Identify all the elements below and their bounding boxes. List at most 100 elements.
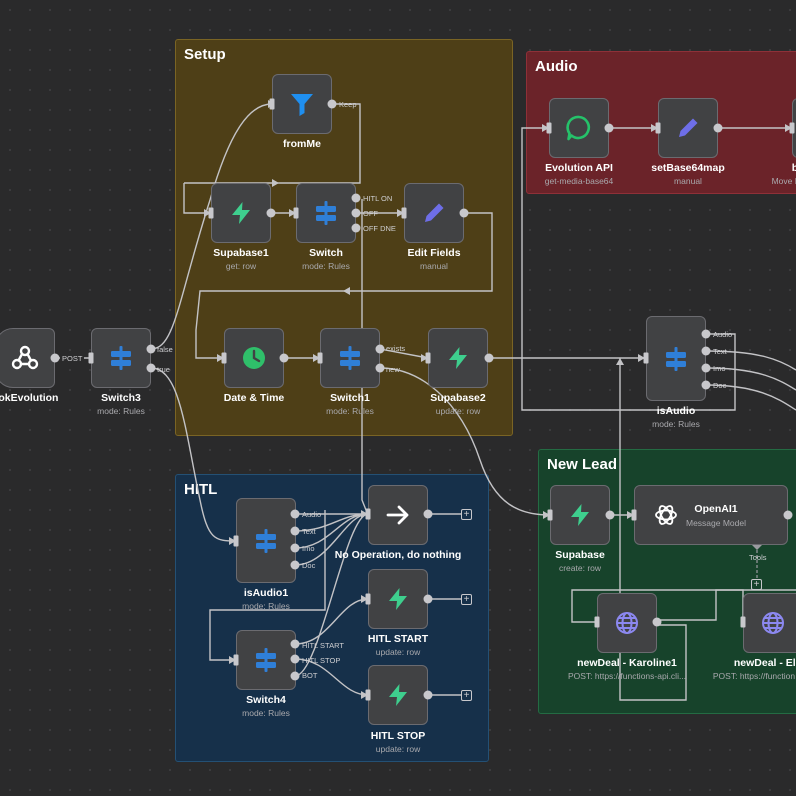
output-handle[interactable]: [652, 617, 662, 627]
switch-icon: [316, 201, 336, 225]
node-subtitle: get: row: [225, 261, 257, 271]
node-fromme[interactable]: [272, 74, 332, 134]
node-isaudio[interactable]: [646, 316, 706, 401]
input-handle[interactable]: [221, 352, 227, 364]
sticky-title: New Lead: [547, 456, 618, 473]
add-node-button[interactable]: +: [461, 690, 472, 701]
input-handle[interactable]: [789, 122, 795, 134]
input-handle[interactable]: [546, 122, 552, 134]
input-handle[interactable]: [365, 689, 371, 701]
node-newdeal-karoline1[interactable]: [597, 593, 657, 653]
input-handle[interactable]: [401, 207, 407, 219]
input-handle[interactable]: [655, 122, 661, 134]
output-handle[interactable]: [484, 353, 494, 363]
edge: [379, 367, 551, 516]
output-handle[interactable]: [423, 690, 433, 700]
node-subtitle: mode: Rules: [652, 419, 700, 429]
node-no-operation[interactable]: [368, 485, 428, 545]
output-handle[interactable]: [290, 671, 300, 681]
input-handle[interactable]: [365, 593, 371, 605]
output-handle[interactable]: [290, 560, 300, 570]
output-handle[interactable]: [351, 193, 361, 203]
output-handle[interactable]: [375, 344, 385, 354]
node-evolution-api[interactable]: [549, 98, 609, 158]
input-handle[interactable]: [233, 654, 239, 666]
node-switch4[interactable]: [236, 630, 296, 690]
output-handle[interactable]: [423, 509, 433, 519]
node-hitl-start[interactable]: [368, 569, 428, 629]
node-subtitle: POST: https://function: [712, 671, 796, 681]
sticky-hitl[interactable]: HITL: [175, 474, 489, 762]
add-tool-button[interactable]: +: [751, 579, 762, 590]
edge-arrow: [638, 354, 645, 362]
node-webhook[interactable]: [0, 328, 55, 388]
output-handle[interactable]: [701, 346, 711, 356]
input-handle[interactable]: [88, 352, 94, 364]
output-handle[interactable]: [713, 123, 723, 133]
output-handle[interactable]: [701, 363, 711, 373]
output-handle[interactable]: [605, 510, 615, 520]
input-handle[interactable]: [317, 352, 323, 364]
output-handle[interactable]: [290, 543, 300, 553]
node-label: Date & Time: [223, 392, 285, 404]
output-handle[interactable]: [146, 344, 156, 354]
node-switch[interactable]: [296, 183, 356, 243]
output-handle[interactable]: [604, 123, 614, 133]
clock-icon: [243, 347, 265, 369]
input-handle[interactable]: [425, 352, 431, 364]
node-label: fromMe: [283, 138, 321, 150]
node-supabase[interactable]: [550, 485, 610, 545]
node-setbase64map[interactable]: [658, 98, 718, 158]
add-node-button[interactable]: +: [461, 509, 472, 520]
output-handle[interactable]: [701, 329, 711, 339]
node-newdeal-elu[interactable]: [743, 593, 796, 653]
input-handle[interactable]: [547, 509, 553, 521]
output-handle[interactable]: [351, 223, 361, 233]
node-edit-fields[interactable]: [404, 183, 464, 243]
output-handle[interactable]: [351, 208, 361, 218]
input-handle[interactable]: [643, 352, 649, 364]
output-handle[interactable]: [279, 353, 289, 363]
input-handle[interactable]: [293, 207, 299, 219]
output-handle[interactable]: [290, 639, 300, 649]
output-handle[interactable]: [423, 594, 433, 604]
output-handle[interactable]: [290, 526, 300, 536]
node-subtitle: update: row: [435, 406, 481, 416]
node-subtitle: create: row: [558, 563, 602, 573]
input-handle[interactable]: [631, 509, 637, 521]
input-handle[interactable]: [233, 535, 239, 547]
input-handle[interactable]: [740, 616, 746, 628]
output-handle[interactable]: [701, 380, 711, 390]
input-handle[interactable]: [594, 616, 600, 628]
output-handle[interactable]: [783, 510, 793, 520]
output-handle[interactable]: [375, 363, 385, 373]
output-handle[interactable]: [327, 99, 337, 109]
input-handle[interactable]: [365, 508, 371, 520]
output-handle[interactable]: [50, 353, 60, 363]
node-supabase1[interactable]: [211, 183, 271, 243]
output-handle[interactable]: [290, 509, 300, 519]
output-handle[interactable]: [459, 208, 469, 218]
output-label: Keep: [339, 100, 357, 109]
edge: [521, 127, 736, 411]
output-handle[interactable]: [290, 654, 300, 664]
input-handle[interactable]: [208, 207, 214, 219]
node-switch3[interactable]: [91, 328, 151, 388]
node-hitl-stop[interactable]: [368, 665, 428, 725]
node-date-time[interactable]: [224, 328, 284, 388]
output-handle[interactable]: [266, 208, 276, 218]
edge: [705, 350, 796, 371]
add-node-button[interactable]: +: [461, 594, 472, 605]
node-supabase2[interactable]: [428, 328, 488, 388]
input-handle[interactable]: [269, 98, 275, 110]
output-handle[interactable]: [146, 363, 156, 373]
node-isaudio1[interactable]: [236, 498, 296, 583]
node-label: newDeal - Elu: [733, 657, 796, 669]
node-subtitle: Message Model: [685, 518, 747, 528]
node-switch1[interactable]: [320, 328, 380, 388]
node-openai1[interactable]: [634, 485, 788, 545]
node-subtitle: get-media-base64: [544, 176, 614, 186]
node-label: No Operation, do nothing: [334, 549, 462, 561]
edge: [379, 348, 429, 359]
